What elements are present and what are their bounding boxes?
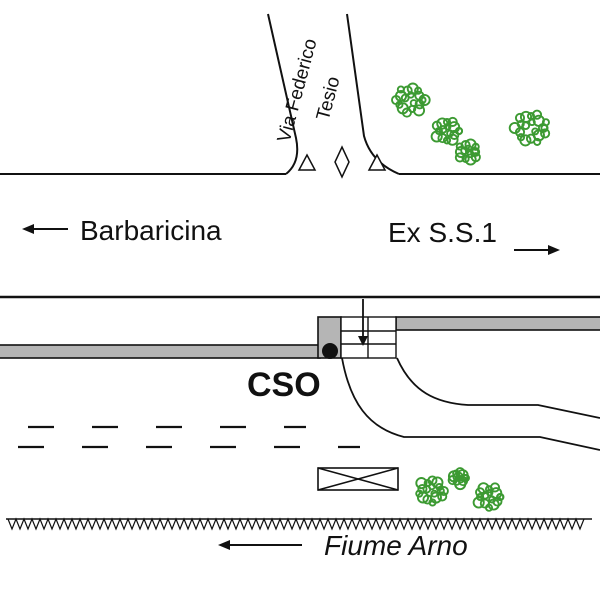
left-arrow-icon [22, 224, 68, 234]
tree-foliage-circle [418, 93, 431, 107]
ramp-edge-lower [341, 357, 600, 451]
cso-label: CSO [247, 366, 321, 404]
tree-foliage-circle [409, 99, 418, 108]
tree-foliage-circle [412, 104, 426, 117]
tree-foliage-circle [521, 121, 531, 131]
tree-foliage-circle [496, 492, 505, 502]
tree-foliage-circle [525, 133, 537, 144]
sewer-channel [0, 316, 600, 359]
tree-foliage-circle [472, 496, 485, 509]
tree-foliage-circle [516, 120, 525, 129]
trees-lower [415, 467, 505, 512]
yield-triangle-icon [297, 153, 317, 171]
tree-foliage-circle [537, 122, 549, 134]
tree-foliage-circle [489, 482, 501, 493]
tree-foliage-circle [454, 152, 465, 163]
tree-foliage-circle [454, 126, 464, 136]
tree-foliage-circle [446, 129, 455, 138]
arrow-head [548, 245, 560, 255]
tree-foliage-circle [540, 128, 551, 139]
trees-upper [391, 82, 551, 166]
tree-foliage-circle [528, 118, 536, 127]
tree-foliage-circle [407, 91, 415, 99]
tree-foliage-circle [455, 471, 464, 480]
junction-markers [297, 145, 387, 179]
tree-foliage-circle [471, 142, 480, 151]
street-edge-right [346, 13, 400, 175]
bridge-symbol [317, 467, 399, 491]
embankment-hatching [7, 517, 585, 531]
yield-triangle-icon [367, 153, 387, 171]
tree-foliage-circle [456, 475, 465, 484]
ramp-road [341, 357, 600, 451]
tree-icon [508, 109, 551, 147]
tree-icon [454, 138, 481, 166]
river-flow: Fiume Arno [218, 530, 468, 561]
left-arrow-icon [218, 540, 302, 550]
tree-foliage-circle [430, 489, 439, 498]
destination-ex-ss1: Ex S.S.1 [388, 217, 560, 255]
tree-foliage-circle [431, 476, 444, 489]
tree-foliage-circle [415, 477, 428, 490]
tree-foliage-circle [464, 153, 477, 166]
destination-ex-ss1-label: Ex S.S.1 [388, 217, 497, 248]
destination-barbaricina-label: Barbaricina [80, 215, 222, 246]
tree-icon [447, 467, 470, 491]
tree-foliage-circle [442, 117, 452, 127]
island-diamond-icon [334, 145, 350, 179]
tree-foliage-circle [488, 495, 497, 504]
tree-foliage-circle [414, 86, 423, 95]
cso-point [322, 343, 338, 359]
tree-foliage-circle [531, 127, 540, 136]
tree-foliage-circle [516, 133, 526, 142]
arrow-head [218, 540, 230, 550]
ramp-edge-upper [396, 357, 600, 419]
tree-foliage-circle [438, 485, 449, 497]
destination-barbaricina: Barbaricina [22, 215, 222, 246]
arrow-head [358, 336, 368, 346]
street-label-line2: Tesio [313, 74, 345, 122]
tree-icon [430, 116, 464, 146]
tree-foliage-circle [417, 483, 428, 495]
tree-foliage-circle [394, 89, 408, 103]
tree-foliage-circle [476, 492, 485, 502]
tree-foliage-circle [464, 144, 473, 153]
bridge-cross-line [317, 467, 399, 491]
river-label: Fiume Arno [324, 530, 468, 561]
sewer-pipe-right [395, 316, 600, 331]
overflow-chamber [340, 316, 397, 359]
tree-foliage-circle [437, 491, 448, 502]
street-edge-left [267, 13, 299, 175]
tree-foliage-circle [400, 93, 410, 103]
lane-markings [18, 425, 360, 449]
tree-icon [391, 82, 431, 118]
tree-icon [415, 475, 449, 507]
tree-foliage-circle [531, 109, 543, 120]
tree-foliage-circle [428, 482, 436, 491]
river-bank [6, 517, 592, 531]
street-via-federico-tesio [267, 13, 400, 175]
tree-foliage-circle [437, 133, 448, 144]
sewer-pipe-left [0, 344, 321, 359]
tree-foliage-circle [477, 482, 490, 495]
tree-foliage-circle [443, 123, 452, 131]
street-label-line1: Via Federico [274, 37, 322, 145]
tree-icon [472, 482, 505, 512]
right-arrow-icon [514, 245, 560, 255]
inflow-down-arrow-icon [358, 299, 368, 346]
tree-foliage-circle [485, 489, 494, 497]
tree-foliage-circle [514, 112, 526, 123]
arrow-head [22, 224, 34, 234]
tree-foliage-circle [455, 142, 464, 151]
